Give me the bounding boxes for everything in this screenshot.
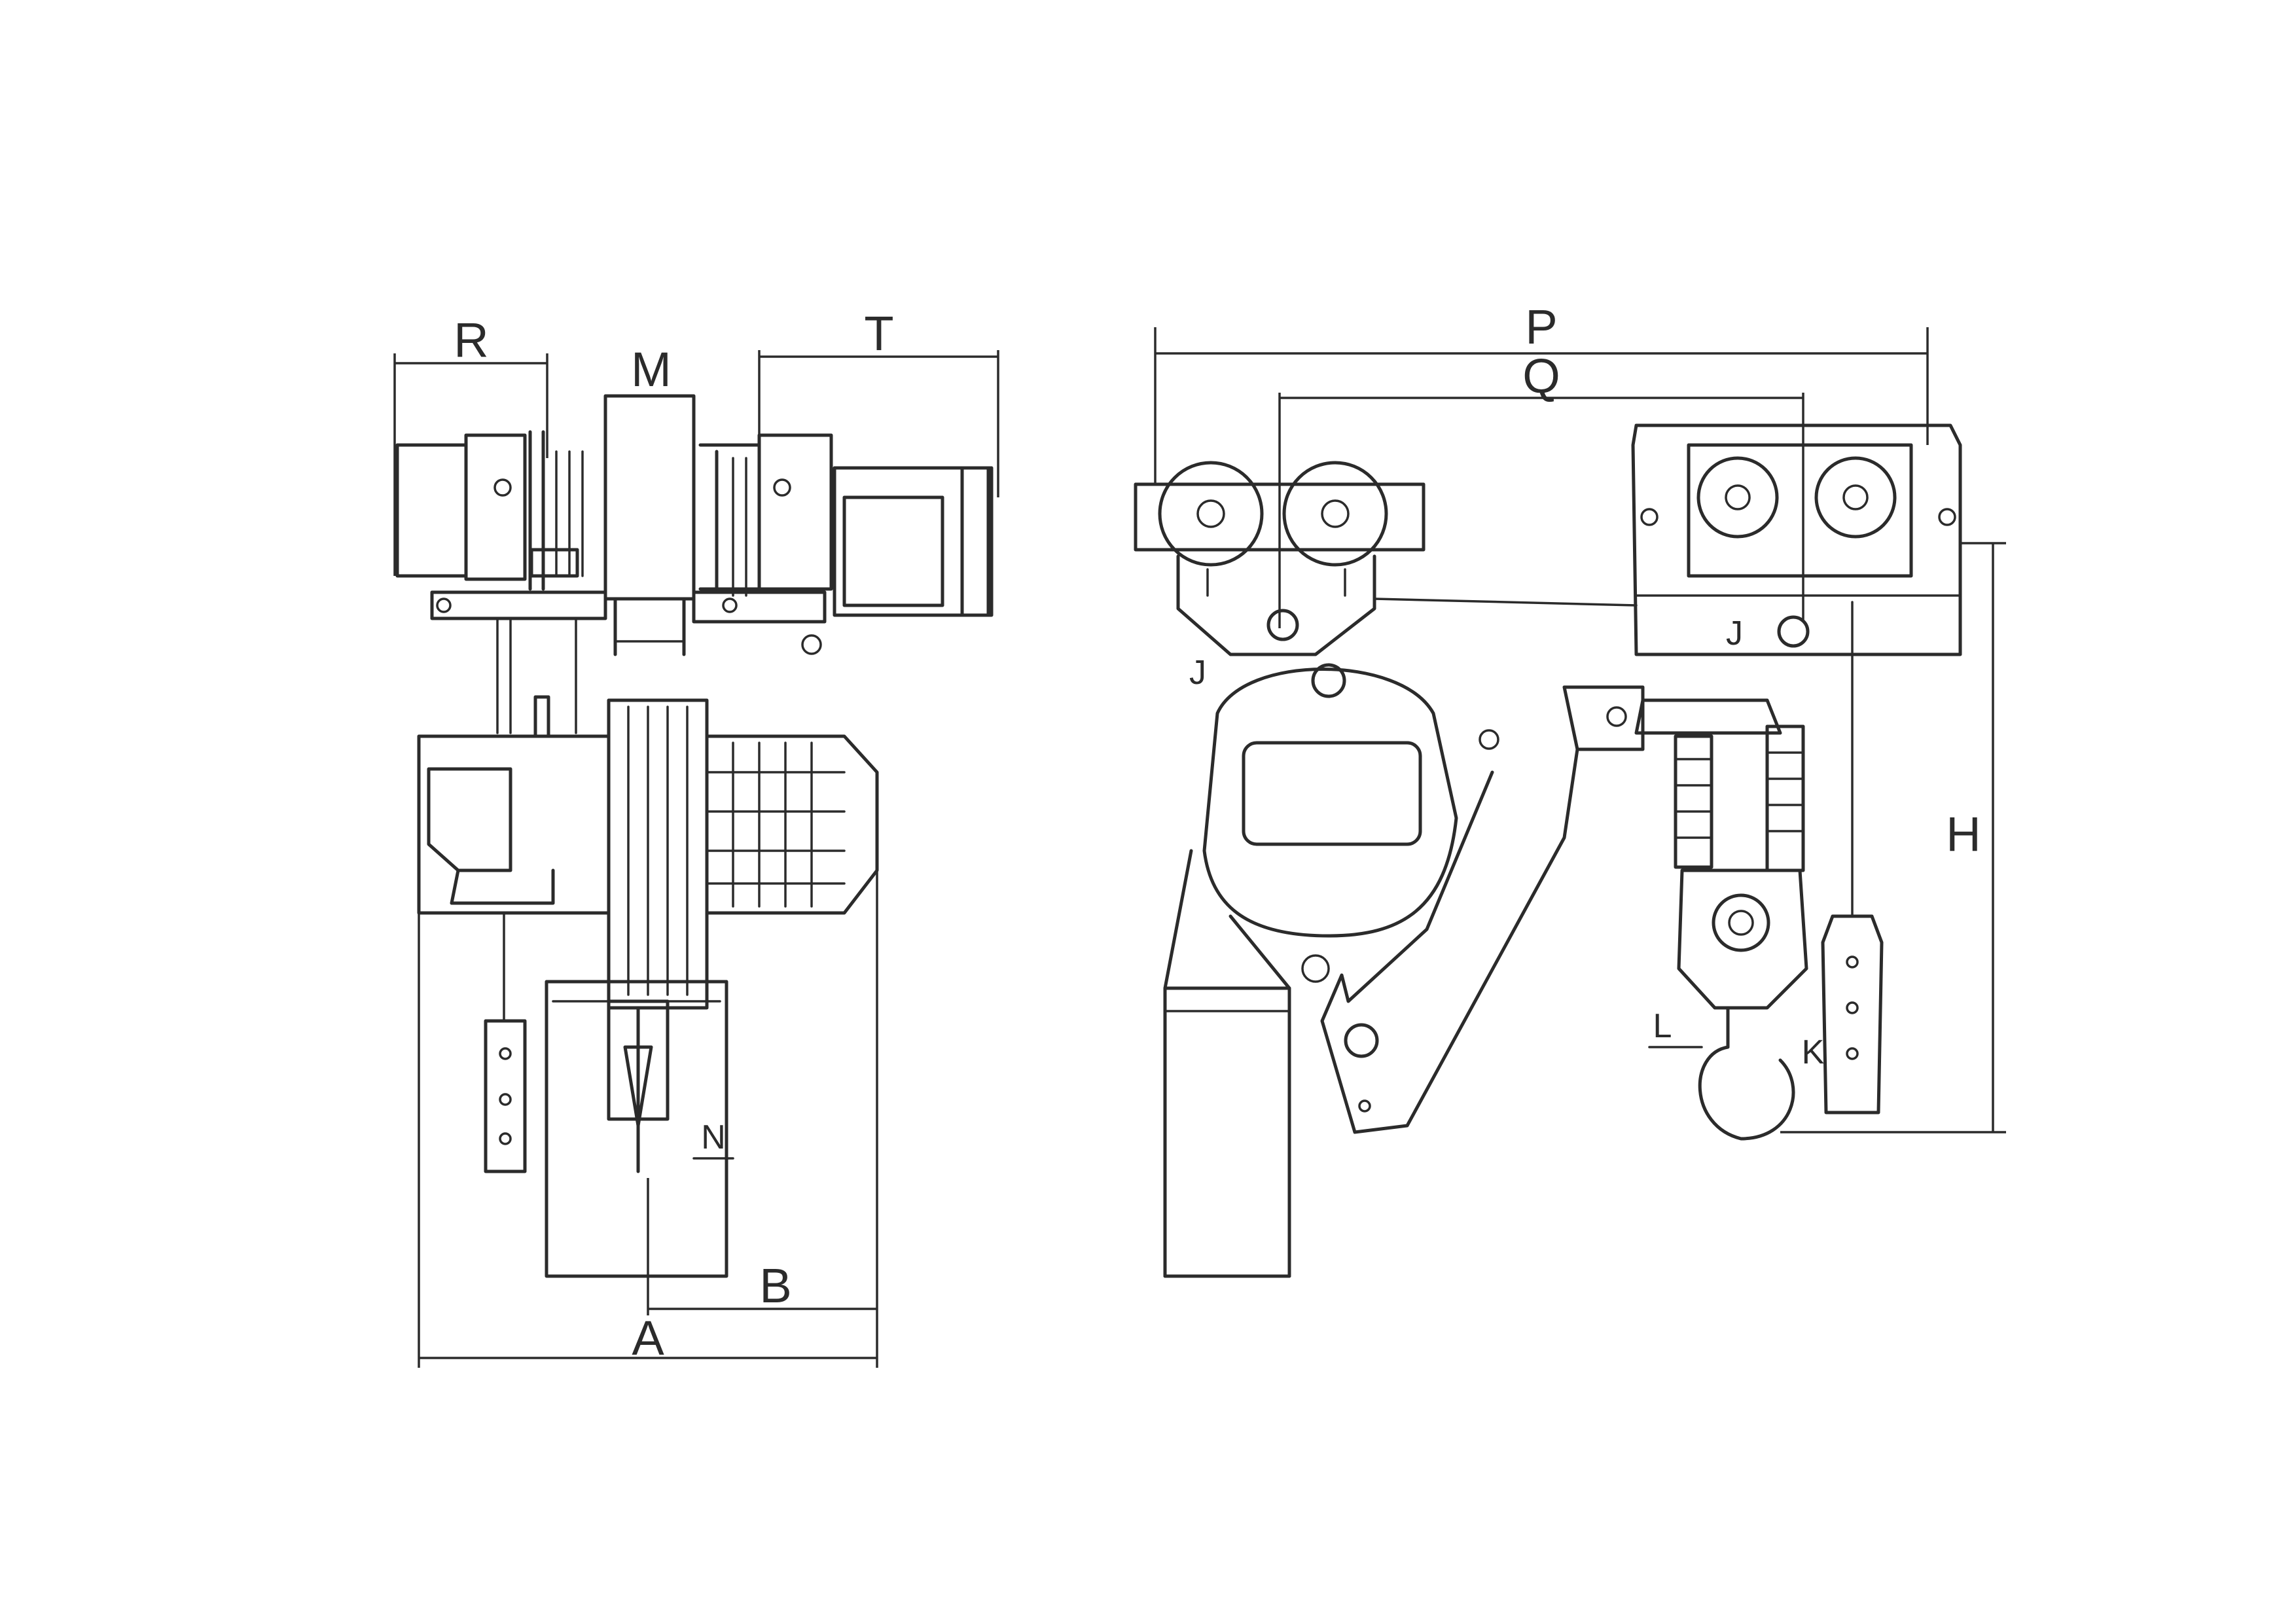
- label-k: K: [1802, 1033, 1825, 1071]
- label-r: R: [454, 313, 488, 367]
- front-view: R T M: [393, 306, 999, 1368]
- left-trolley: [395, 430, 607, 620]
- side-hook-block: L K: [1634, 698, 1825, 1141]
- side-view: P Q J: [1134, 300, 2006, 1278]
- label-p: P: [1525, 300, 1557, 354]
- label-l: L: [1653, 1007, 1672, 1045]
- dimension-b: B: [647, 1178, 877, 1315]
- side-motor: [1163, 849, 1291, 1278]
- label-m: M: [631, 342, 672, 397]
- label-b: B: [759, 1258, 791, 1313]
- label-a: A: [632, 1311, 664, 1365]
- pendant-control-front: [484, 912, 527, 1173]
- dimension-p: P: [1154, 300, 1929, 484]
- dimension-r: R: [393, 313, 548, 576]
- suspension-arm: [1320, 685, 1645, 1134]
- pendant-control-side: [1821, 601, 1884, 1115]
- beam-m: M: [603, 342, 696, 656]
- label-t: T: [864, 306, 893, 361]
- right-trolley-motor: [692, 433, 994, 655]
- label-q: Q: [1522, 349, 1560, 403]
- chain-container: [545, 980, 728, 1278]
- hoist-body: [417, 695, 879, 1010]
- label-j-left: J: [1189, 654, 1206, 692]
- dimension-a: A: [418, 736, 878, 1368]
- side-right-trolley: J: [1631, 423, 1962, 656]
- label-n: N: [701, 1118, 726, 1156]
- side-left-trolley: J: [1134, 461, 1638, 692]
- label-j-right: J: [1726, 615, 1743, 652]
- label-h: H: [1946, 807, 1981, 861]
- dimension-t: T: [758, 306, 999, 497]
- dimension-q: Q: [1278, 349, 1804, 628]
- side-hoist-body: [1202, 663, 1499, 983]
- dimension-h: H: [1780, 542, 2006, 1133]
